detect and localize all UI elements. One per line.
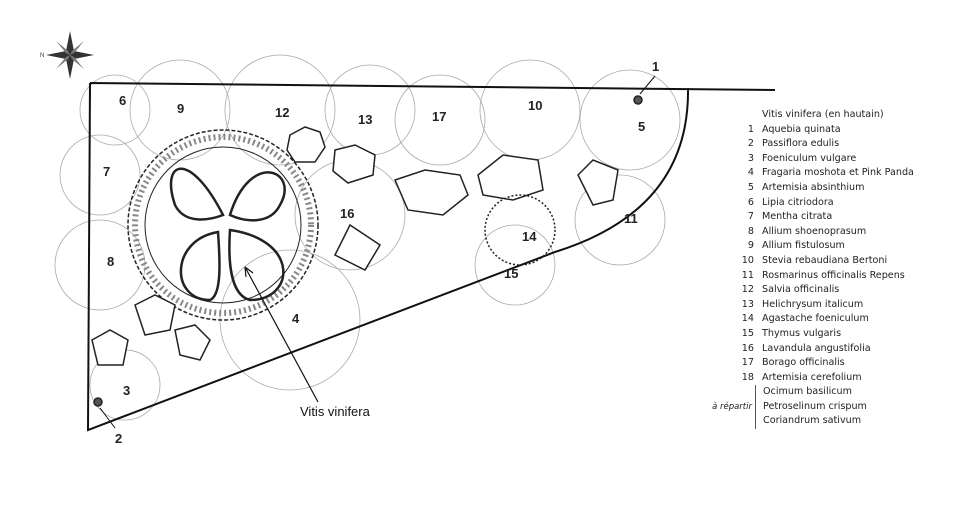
legend-item: 6 Lipia citriodora [738, 196, 914, 211]
legend-items: 1 Aquebia quinata 2 Passiflora edulis 3 Foeni… [738, 123, 914, 386]
legend-item-name: Thymus vulgaris [762, 327, 842, 339]
legend-item-name: Lavandula angustifolia [762, 342, 871, 354]
zone-number: 14 [522, 229, 537, 244]
zone-number: 5 [638, 119, 645, 134]
legend-item-number: 11 [741, 269, 754, 281]
legend-item: 11 Rosmarinus officinalis Repens [738, 269, 914, 284]
zone-number: 10 [528, 98, 542, 113]
legend-item-number: 18 [741, 371, 754, 383]
zone-number: 3 [123, 383, 130, 398]
legend-item-number: 14 [741, 313, 754, 325]
legend-title: Vitis vinifera (en hautain) [738, 108, 914, 123]
legend-item: 10 Stevia rebaudiana Bertoni [738, 254, 914, 269]
zone-number: 7 [103, 164, 110, 179]
legend-item-name: Artemisia absinthium [762, 181, 865, 193]
legend-item: 4 Fragaria moshota et Pink Panda [738, 166, 914, 181]
zone-number: 17 [432, 109, 446, 124]
legend-repartir-item: Ocimum basilicum [763, 386, 852, 398]
legend-item: 17 Borago officinalis [738, 356, 914, 371]
zone-number: 4 [292, 311, 300, 326]
legend-item-name: Mentha citrata [762, 211, 833, 223]
zone-number: 16 [340, 206, 354, 221]
zone-number: 9 [177, 101, 184, 116]
zone-number: 8 [107, 254, 114, 269]
legend-item-name: Aquebia quinata [762, 123, 841, 135]
legend-item-name: Borago officinalis [762, 357, 845, 369]
legend-item-name: Foeniculum vulgare [762, 152, 857, 164]
legend-item-name: Passiflora edulis [762, 138, 840, 150]
legend-item: 12 Salvia officinalis [738, 283, 914, 298]
legend-item: 8 Allium shoenoprasum [738, 225, 914, 240]
zone-number: 13 [358, 112, 372, 127]
legend-item-number: 12 [741, 284, 754, 296]
zone-numbers: 1 2 3 4 5 6 7 8 9 10 11 12 13 14 15 16 1… [103, 59, 659, 446]
legend-item: 13 Helichrysum italicum [738, 298, 914, 313]
legend-item-number: 6 [747, 196, 754, 208]
legend-repartir-group: à répartir Ocimum basilicum Petroselinum… [712, 385, 914, 430]
legend-item: 16 Lavandula angustifolia [738, 342, 914, 357]
legend-item-number: 16 [741, 342, 754, 354]
legend-item: 2 Passiflora edulis [738, 137, 914, 152]
legend-item-name: Lipia citriodora [762, 196, 834, 208]
legend-item-name: Allium shoenoprasum [762, 225, 867, 237]
legend-item-name: Rosmarinus officinalis Repens [762, 269, 905, 281]
legend-item-number: 2 [747, 138, 754, 150]
zone-number: 2 [115, 431, 122, 446]
zone-number: 11 [624, 211, 638, 226]
legend-item: 9 Allium fistulosum [738, 239, 914, 254]
compass-rose-icon: N [40, 31, 94, 79]
legend-item-number: 5 [747, 181, 754, 193]
repartir-label: à répartir [712, 401, 752, 412]
legend-item-name: Agastache foeniculum [762, 313, 869, 325]
zone-number: 6 [119, 93, 126, 108]
legend-item: 18 Artemisia cerefolium [738, 371, 914, 386]
zone-number: 15 [504, 266, 518, 281]
legend-item: 14 Agastache foeniculum [738, 312, 914, 327]
legend-item-number: 7 [747, 211, 754, 223]
vitis-vinifera-arbor [127, 129, 319, 321]
legend-title-text: Vitis vinifera (en hautain) [762, 109, 884, 120]
legend-item-number: 10 [741, 254, 754, 266]
arrow-1 [639, 75, 656, 95]
legend-item-name: Helichrysum italicum [762, 298, 864, 310]
legend-item-number: 8 [747, 225, 754, 237]
legend-item-name: Fragaria moshota et Pink Panda [762, 167, 914, 179]
plant-legend: Vitis vinifera (en hautain) 1 Aquebia qui… [712, 108, 914, 430]
legend-item-number: 17 [741, 357, 754, 369]
legend-item-name: Stevia rebaudiana Bertoni [762, 254, 888, 266]
legend-item: 1 Aquebia quinata [738, 123, 914, 138]
legend-item-number: 9 [747, 240, 754, 252]
legend-item: 3 Foeniculum vulgare [738, 152, 914, 167]
legend-repartir-item: Petroselinum crispum [763, 400, 867, 412]
legend-item-name: Artemisia cerefolium [762, 371, 862, 383]
legend-item-number: 3 [747, 152, 754, 164]
legend-item-name: Allium fistulosum [762, 240, 845, 252]
legend-item-number: 13 [741, 298, 754, 310]
legend-repartir-item: Coriandrum sativum [763, 415, 862, 427]
plot-outline [86, 82, 776, 432]
legend-item: 5 Artemisia absinthium [738, 181, 914, 196]
svg-text:N: N [40, 53, 44, 59]
legend-item-number: 15 [741, 327, 754, 339]
legend-item: 15 Thymus vulgaris [738, 327, 914, 342]
legend-item-name: Salvia officinalis [762, 284, 840, 296]
zone-number: 1 [652, 59, 659, 74]
vitis-arrow [244, 266, 319, 403]
shrubs [91, 95, 643, 407]
legend-item-number: 4 [747, 167, 754, 179]
zone-number: 12 [275, 105, 289, 120]
legend-item: 7 Mentha citrata [738, 210, 914, 225]
arrow-2 [99, 407, 116, 429]
legend-item-number: 1 [747, 123, 754, 135]
vitis-vinifera-label: Vitis vinifera [300, 404, 370, 419]
